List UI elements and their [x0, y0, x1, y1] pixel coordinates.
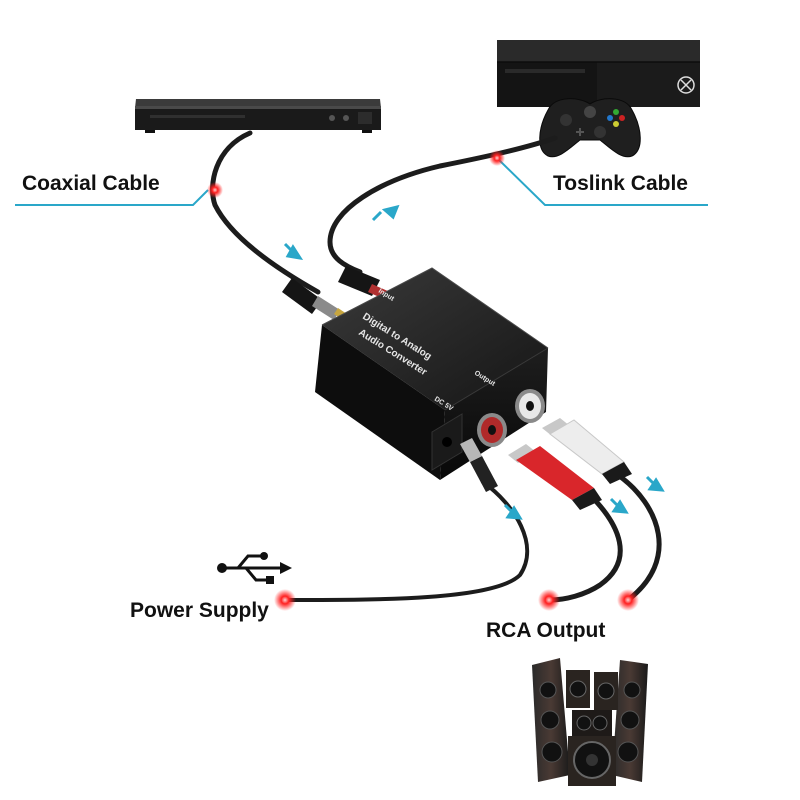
coaxial-marker-dot	[207, 182, 223, 198]
coaxial-cable	[210, 130, 321, 295]
power-marker-dot	[274, 589, 296, 611]
toslink-cable-label: Toslink Cable	[553, 172, 688, 195]
gamepad-icon	[539, 98, 641, 158]
rca-red-cable	[547, 492, 623, 603]
rca-white-marker-dot	[617, 589, 639, 611]
rca-red-plug	[508, 444, 602, 510]
rca-output-label: RCA Output	[486, 619, 606, 642]
power-plug	[460, 438, 498, 492]
rca-white-jack	[515, 389, 545, 423]
coaxial-cable-label: Coaxial Cable	[22, 172, 160, 195]
arrow-icon	[283, 204, 665, 520]
rca-red-jack	[477, 413, 507, 447]
power-cable	[288, 480, 530, 602]
speaker-system-icon	[532, 658, 648, 786]
usb-icon	[217, 552, 292, 584]
dvd-player-icon	[135, 99, 381, 133]
toslink-marker-dot	[489, 150, 505, 166]
toslink-leader-line	[496, 157, 708, 206]
coaxial-leader-line	[15, 189, 209, 206]
rca-white-plug	[542, 418, 632, 484]
toslink-cable	[327, 135, 558, 275]
power-supply-label: Power Supply	[130, 599, 269, 622]
dc-power-jack	[431, 413, 463, 471]
rca-red-marker-dot	[538, 589, 560, 611]
game-console-icon	[497, 40, 700, 107]
rca-white-cable	[615, 472, 662, 603]
